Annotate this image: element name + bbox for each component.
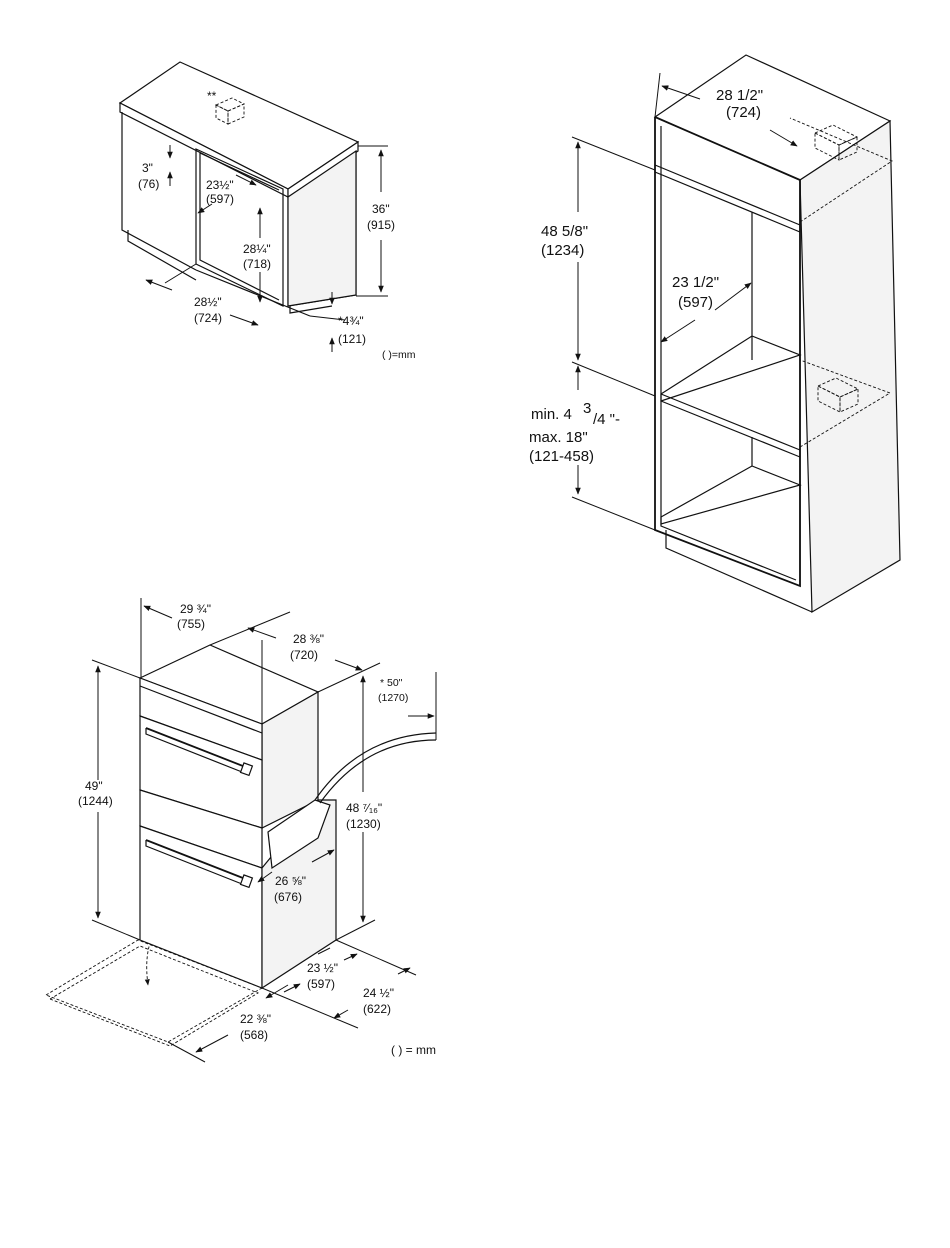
figure-tall-cabinet: 28 1/2" (724) 48 5/8" (1234) 23 1/2" (59… — [529, 55, 900, 612]
dim-total-height-mm: (915) — [367, 218, 395, 232]
dim-total-height-in: 36" — [372, 202, 390, 216]
oven-cutout-width-mm: (755) — [177, 617, 205, 631]
tall-base-min-den: /4 "- — [593, 411, 620, 428]
cutout-height-in: 48 ⁷⁄₁₆" — [346, 801, 382, 815]
oven-cutout-width-in: 29 ¾" — [180, 602, 211, 616]
depth-2312-mm: (597) — [307, 977, 335, 991]
figure-undercounter-cabinet: ** 3" (76) 23½" (597) 28¼" (718) 28½" (7… — [120, 62, 416, 361]
units-note-1: ( )=mm — [382, 349, 416, 361]
dim-height-mm: (718) — [243, 257, 271, 271]
depth-2238-mm: (568) — [240, 1028, 268, 1042]
oven-height-in: 49" — [85, 779, 103, 793]
dim-width-in: 28½" — [194, 295, 222, 309]
cable-length-mm: (1270) — [378, 692, 408, 704]
tall-base-max: max. 18" — [529, 429, 588, 446]
dim-3-in: 3" — [142, 161, 153, 175]
units-note-3: ( ) = mm — [391, 1043, 436, 1057]
figure-wall-oven: 29 ¾" (755) 28 ⅜" (720) * 50" (1270) 49"… — [46, 598, 436, 1062]
oven-depth-mm: (676) — [274, 890, 302, 904]
oven-depth-in: 26 ⅝" — [275, 874, 306, 888]
junction-note-marker: ** — [207, 89, 217, 103]
depth-2312-in: 23 ½" — [307, 961, 338, 975]
dim-plinth-mm: (121) — [338, 332, 366, 346]
tall-base-min-num: 3 — [583, 400, 591, 417]
oven-width-in: 28 ⅜" — [293, 632, 324, 646]
cable-length-in: * 50" — [380, 677, 403, 689]
tall-height-in: 48 5/8" — [541, 223, 588, 240]
tall-depth-mm: (597) — [678, 294, 713, 311]
tall-width-in: 28 1/2" — [716, 87, 763, 104]
cutout-height-mm: (1230) — [346, 817, 381, 831]
tall-height-mm: (1234) — [541, 242, 584, 259]
tall-depth-in: 23 1/2" — [672, 274, 719, 291]
oven-height-mm: (1244) — [78, 794, 113, 808]
tall-base-mm: (121-458) — [529, 448, 594, 465]
dim-plinth-in: *4¾" — [338, 314, 364, 328]
dim-depth-in: 23½" — [206, 178, 234, 192]
oven-width-mm: (720) — [290, 648, 318, 662]
dim-height-in: 28¼" — [243, 242, 271, 256]
dim-3-mm: (76) — [138, 177, 159, 191]
depth-2412-in: 24 ½" — [363, 986, 394, 1000]
dim-depth-mm: (597) — [206, 192, 234, 206]
tall-base-min: min. 4 — [531, 406, 572, 423]
dim-width-mm: (724) — [194, 311, 222, 325]
depth-2238-in: 22 ⅜" — [240, 1012, 271, 1026]
tall-width-mm: (724) — [726, 104, 761, 121]
depth-2412-mm: (622) — [363, 1002, 391, 1016]
